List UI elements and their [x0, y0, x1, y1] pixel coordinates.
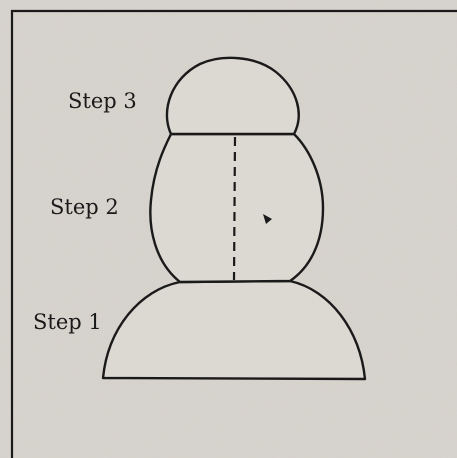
step3-label: Step 3	[68, 91, 137, 112]
step1-label: Step 1	[33, 312, 102, 333]
step2-label: Step 2	[50, 197, 119, 218]
step2-body-shape	[150, 134, 323, 282]
